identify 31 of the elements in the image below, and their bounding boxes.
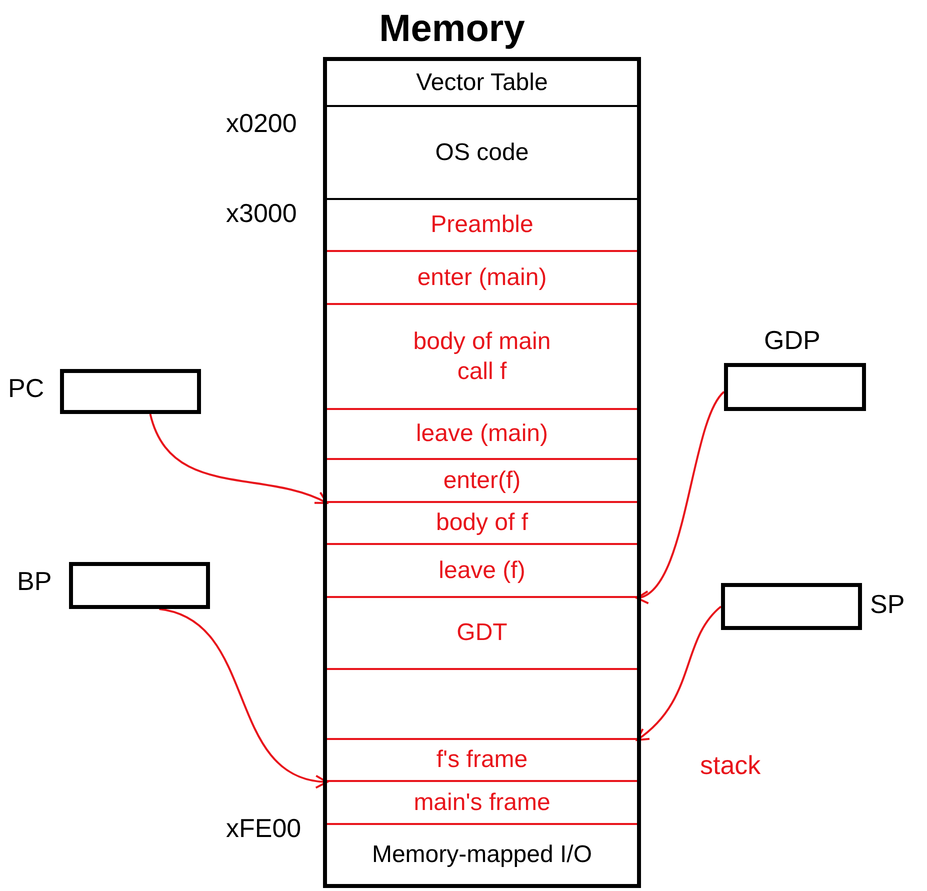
column-heading: Memory: [378, 10, 526, 48]
register-label: BP: [17, 568, 52, 594]
memory-column: [323, 57, 641, 888]
register-box: [721, 583, 862, 630]
register-box: [69, 562, 210, 609]
address-label: xFE00: [226, 815, 302, 841]
segment-label: enter(f): [443, 466, 521, 496]
register-box: [724, 363, 866, 411]
segment-label: f's frame: [436, 745, 528, 775]
segment-label: main's frame: [414, 788, 550, 818]
segment-label: leave (main): [416, 419, 548, 449]
register-box: [60, 369, 201, 414]
segment-label: Memory-mapped I/O: [372, 840, 592, 870]
arrow: [636, 606, 722, 741]
register-label: PC: [8, 375, 44, 401]
segment-label: enter (main): [417, 262, 547, 292]
segment-label: call f: [457, 356, 507, 386]
address-label: x0200: [226, 110, 297, 136]
register-label: GDP: [764, 327, 820, 353]
segment-label: leave (f): [438, 556, 526, 586]
segment-label: OS code: [435, 138, 529, 168]
region-label: stack: [700, 752, 761, 778]
segment-label: Preamble: [430, 210, 534, 240]
segment-label: GDT: [456, 618, 508, 648]
register-label: SP: [870, 591, 905, 617]
segment-label: body of main: [413, 326, 551, 356]
arrow: [159, 608, 328, 788]
address-label: x3000: [226, 200, 297, 226]
segment-label: Vector Table: [416, 68, 548, 98]
segment-label: body of f: [436, 508, 528, 538]
arrow: [149, 414, 328, 505]
